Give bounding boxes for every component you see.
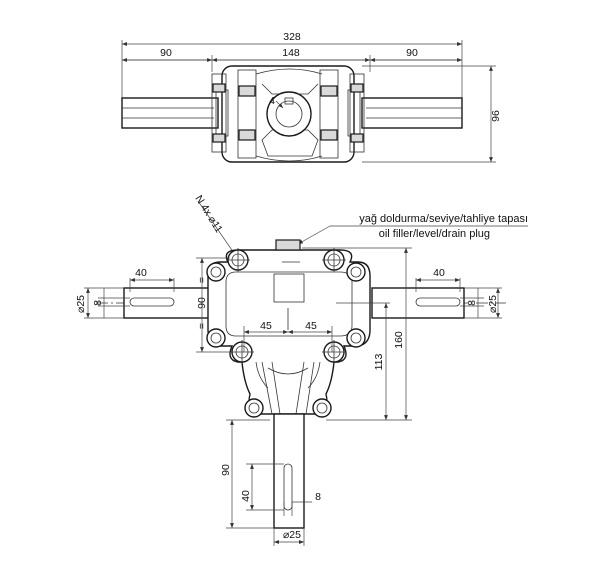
center-window (273, 273, 305, 303)
plug-note-tr: yağ doldurma/seviye/tahliye tapası (359, 213, 528, 225)
plug-note-en: oil filler/level/drain plug (379, 228, 490, 240)
dim-hole-offset-right: 45 (305, 320, 317, 332)
dim-top-height: 96 (490, 110, 502, 122)
dim-right-shaft-dia: ⌀25 (487, 295, 499, 313)
dim-output-key-length: 40 (240, 490, 252, 502)
equal-mark-lower: = (196, 323, 208, 329)
equal-mark-upper: = (196, 277, 208, 283)
dim-output-shaft-length: 90 (220, 464, 232, 476)
dim-left-key-length: 40 (135, 267, 147, 279)
dim-output-shaft-dia: ⌀25 (283, 529, 301, 541)
left-shaft-top (121, 97, 219, 129)
top-view: 328 90 148 90 96 (121, 31, 502, 163)
dim-right-key-length: 40 (433, 267, 445, 279)
dim-height-to-axis: 113 (373, 353, 385, 370)
right-shaft-top (361, 97, 463, 129)
dim-left-shaft-dia: ⌀25 (75, 295, 87, 313)
dim-total-height: 160 (393, 331, 405, 349)
dim-hole-offset-left: 45 (260, 320, 272, 332)
left-keyway (129, 297, 175, 307)
dim-body-width: 148 (282, 47, 300, 59)
bolt-holes (206, 248, 366, 418)
dim-left-shaft-top: 90 (160, 47, 172, 59)
dim-overall-length: 328 (283, 31, 301, 43)
dim-right-key-width: 8 (466, 300, 478, 306)
front-view: N 4x ⌀11 yağ doldurma/seviye/tahliye tap… (75, 193, 528, 546)
dim-right-shaft-top: 90 (406, 47, 418, 59)
dim-left-key-width: 8 (92, 300, 104, 306)
dim-output-key-width: 8 (315, 491, 321, 503)
left-input-shaft (123, 287, 221, 319)
output-keyway (283, 463, 293, 511)
output-shaft (273, 413, 305, 529)
drain-plug (275, 239, 301, 251)
right-keyway (415, 297, 461, 307)
dim-key-top: 4 (269, 95, 275, 107)
holes-note: N 4x ⌀11 (192, 193, 224, 235)
dim-hole-spacing-vertical: 90 (196, 297, 208, 309)
